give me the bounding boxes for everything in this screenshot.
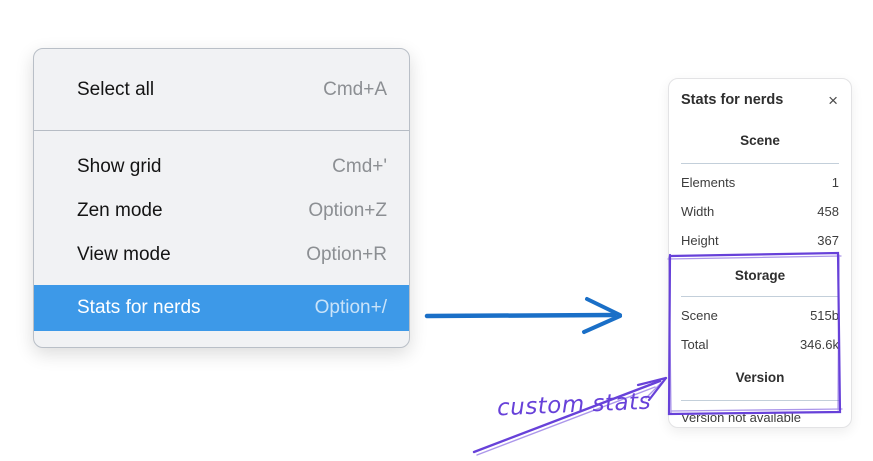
stat-label: Height: [681, 232, 719, 248]
context-menu: Select all Cmd+A Show grid Cmd+' Zen mod…: [33, 48, 410, 348]
stat-value: 458: [817, 203, 839, 219]
menu-item-shortcut: Option+R: [306, 244, 387, 265]
stat-row-total-size: Total 346.6k: [681, 334, 839, 354]
stat-value: 346.6k: [799, 336, 839, 352]
stat-row-width: Width 458: [681, 201, 839, 221]
stat-label: Total: [681, 336, 709, 352]
stat-row-height: Height 367: [681, 230, 839, 250]
stats-panel: Stats for nerds × Scene Elements 1 Width…: [668, 78, 852, 428]
menu-item-shortcut: Option+/: [314, 297, 387, 318]
menu-item-label: Stats for nerds: [77, 297, 201, 318]
menu-section-top: Select all Cmd+A: [34, 49, 409, 130]
menu-divider: [34, 130, 409, 131]
flow-arrow: [424, 297, 622, 334]
stat-row-elements: Elements 1: [681, 172, 839, 192]
section-divider: [681, 296, 839, 297]
menu-item-label: Show grid: [77, 156, 162, 177]
section-divider: [681, 400, 839, 401]
stat-value: 515b: [810, 307, 839, 323]
menu-item-zen-mode[interactable]: Zen mode Option+Z: [34, 189, 409, 233]
annotation-label: custom stats: [496, 388, 652, 422]
menu-item-stats-for-nerds[interactable]: Stats for nerds Option+/: [34, 285, 409, 331]
menu-item-select-all[interactable]: Select all Cmd+A: [34, 68, 409, 112]
close-icon: ×: [828, 90, 838, 110]
menu-section-bottom: Show grid Cmd+' Zen mode Option+Z View m…: [34, 131, 409, 331]
section-heading-scene: Scene: [740, 133, 780, 148]
menu-item-shortcut: Cmd+': [332, 156, 387, 177]
menu-item-label: Zen mode: [77, 200, 163, 221]
stat-label: Scene: [681, 307, 718, 323]
version-note: Version not available: [681, 410, 801, 425]
section-heading-version: Version: [735, 370, 785, 385]
menu-item-label: Select all: [77, 78, 155, 100]
menu-item-view-mode[interactable]: View mode Option+R: [34, 233, 409, 277]
close-button[interactable]: ×: [827, 92, 839, 109]
section-divider: [681, 163, 839, 164]
stat-row-scene-size: Scene 515b: [681, 305, 839, 325]
menu-item-shortcut: Option+Z: [308, 200, 387, 221]
stat-label: Width: [681, 203, 715, 219]
section-heading-storage: Storage: [734, 268, 786, 283]
menu-item-label: View mode: [77, 244, 171, 265]
stat-value: 1: [831, 174, 839, 190]
menu-item-show-grid[interactable]: Show grid Cmd+': [34, 145, 409, 189]
stat-label: Elements: [681, 174, 736, 190]
panel-title: Stats for nerds: [681, 92, 784, 108]
menu-item-shortcut: Cmd+A: [323, 78, 387, 100]
stat-value: 367: [817, 232, 839, 248]
stats-panel-header: Stats for nerds ×: [681, 89, 839, 111]
